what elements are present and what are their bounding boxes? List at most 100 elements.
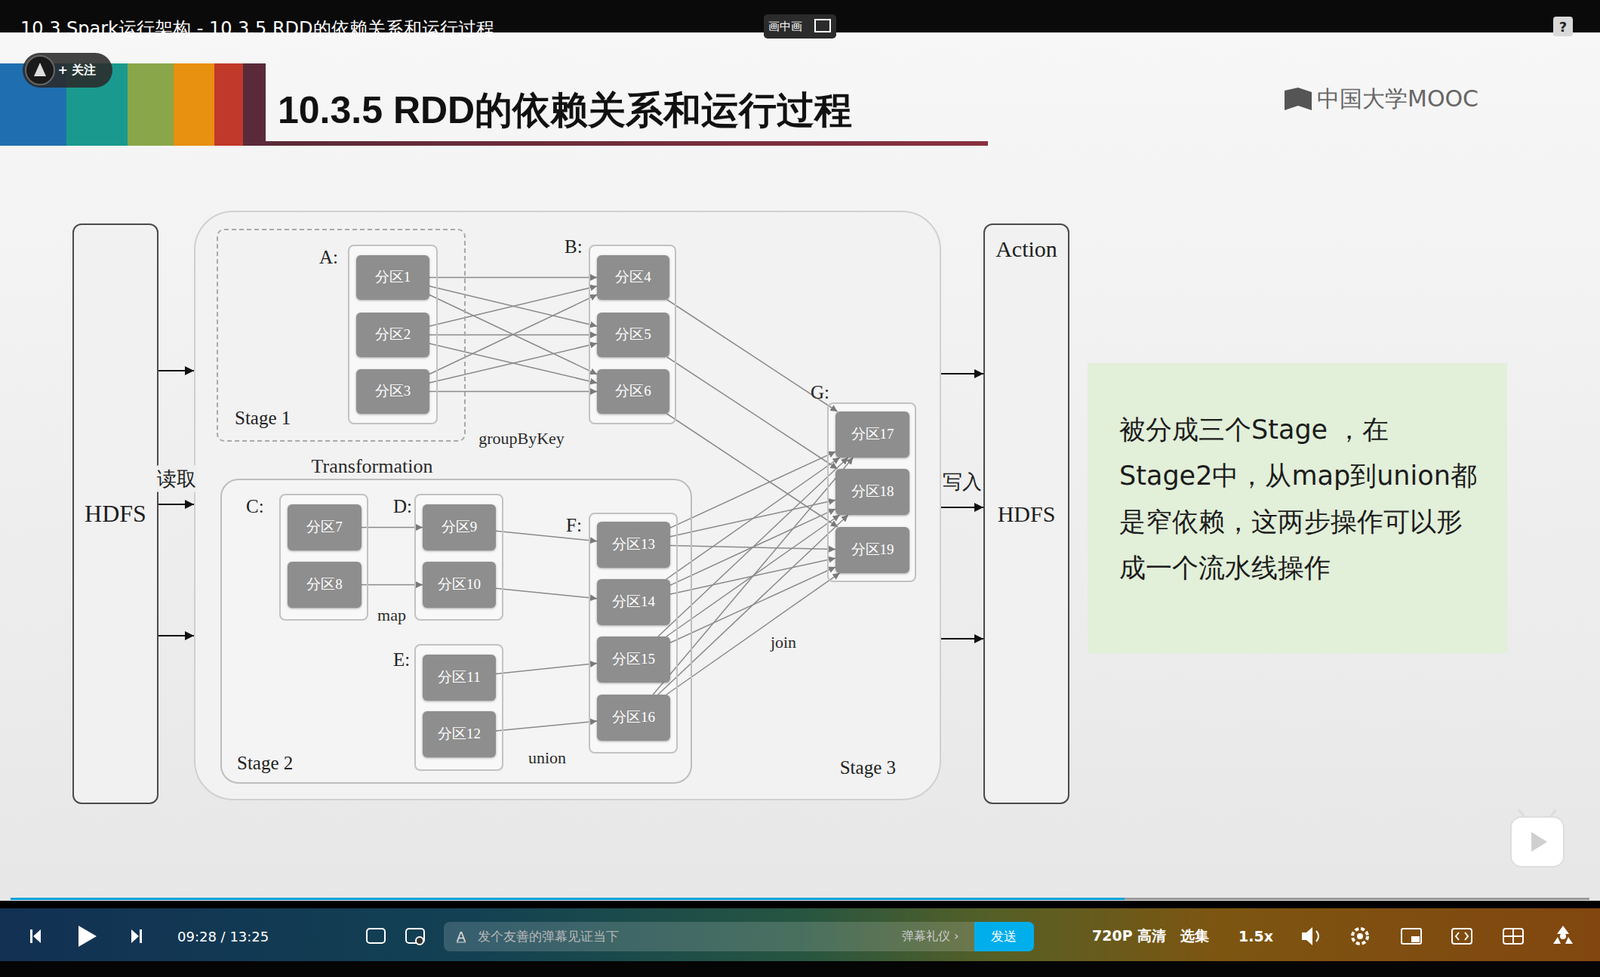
box-label: Stage 1	[234, 406, 291, 430]
edge-label: 写入	[941, 468, 984, 496]
next-icon	[131, 929, 139, 943]
pip-button	[763, 14, 837, 39]
settings-icon	[1352, 928, 1368, 944]
box-fill	[221, 479, 692, 783]
rdd-box: 分区9分区10D:	[414, 493, 504, 621]
logo-text: 中国大学MOOC	[1316, 83, 1479, 115]
progress-fill	[10, 897, 1125, 900]
edge-label: 读取	[155, 465, 198, 493]
pip-icon	[815, 19, 831, 32]
partition-box: 分区5	[596, 312, 670, 357]
partition-box: 分区4	[596, 255, 670, 300]
partition-box: 分区14	[596, 578, 671, 625]
partition-label: 分区9	[441, 518, 478, 536]
dependency-arrow	[495, 530, 597, 541]
speed-label: 1.5x	[1238, 927, 1274, 945]
partition-label: 分区16	[612, 708, 656, 727]
pip-mode-icon	[1401, 928, 1422, 944]
rdd-box: 分区1分区2分区3A:	[347, 244, 438, 425]
header-stripe	[243, 63, 266, 146]
storage-box: ActionHDFS	[983, 223, 1070, 804]
box-fill	[415, 494, 503, 620]
partition-label: 分区6	[615, 382, 652, 400]
partition-label: 分区5	[615, 326, 652, 344]
rdd-name: A:	[319, 246, 339, 269]
box-label: Stage 2	[236, 751, 293, 775]
dependency-arrow	[667, 299, 838, 412]
danmaku-toggle-icon	[366, 928, 385, 943]
rdd-box: 分区4分区5分区6B:	[588, 244, 677, 425]
partition-box: 分区16	[596, 694, 671, 741]
partition-box: 分区6	[596, 369, 670, 414]
box-label: HDFS	[84, 498, 147, 528]
volume-icon	[1301, 926, 1313, 945]
dependency-arrow	[667, 413, 838, 527]
webfull-icon	[1503, 928, 1524, 944]
partition-box: 分区10	[422, 561, 496, 608]
tv-play	[1531, 831, 1548, 852]
rdd-name: F:	[566, 513, 582, 537]
operation-label: join	[770, 632, 797, 653]
volume-icon	[1316, 930, 1319, 942]
tv-antenna	[1518, 809, 1557, 817]
dependency-arrow	[429, 343, 597, 383]
rdd-name: D:	[393, 495, 413, 518]
time-display: 09:28 / 13:25	[177, 928, 269, 945]
box-fill	[827, 403, 916, 582]
partition-box: 分区7	[287, 504, 362, 551]
dependency-arrow	[361, 584, 423, 586]
partition-box: 分区18	[835, 468, 910, 515]
help-icon: ?	[1559, 18, 1567, 35]
partition-label: 分区10	[437, 575, 481, 594]
partition-label: 分区12	[437, 725, 481, 743]
danmaku-input	[443, 921, 1034, 951]
dependency-arrow	[429, 390, 597, 393]
rdd-name: C:	[246, 495, 265, 518]
partition-label: 分区17	[851, 425, 895, 444]
widescreen-icon	[1455, 932, 1468, 940]
rdd-box: 分区13分区14分区15分区16F:	[588, 512, 678, 754]
rdd-box: 分区11分区12E:	[414, 643, 504, 771]
dependency-arrow	[495, 720, 597, 731]
prev-icon	[30, 929, 33, 943]
header-stripe	[214, 63, 244, 146]
send-button	[974, 921, 1034, 951]
danmaku-settings-icon	[415, 936, 424, 945]
settings-icon	[1356, 932, 1364, 939]
box-label: Stage 3	[840, 756, 896, 779]
box-label: HDFS	[997, 500, 1056, 528]
partition-label: 分区3	[375, 382, 412, 400]
dependency-arrow	[652, 457, 853, 695]
box-fill	[589, 513, 677, 753]
stage-region: 分区1分区2分区3A:Stage 1分区4分区5分区6B:分区7分区8C:分区9…	[193, 210, 942, 800]
box-fill	[589, 245, 676, 424]
avatar	[25, 55, 55, 85]
partition-label: 分区13	[612, 535, 656, 554]
dependency-arrow	[667, 356, 838, 469]
danmaku-placeholder: 发个友善的弹幕见证当下	[477, 927, 619, 945]
io-arrow	[941, 506, 984, 508]
partition-label: 分区8	[306, 575, 343, 594]
danmaku-etiquette: 弹幕礼仪 ›	[901, 928, 959, 945]
video-title: 10.3 Spark运行架构 - 10.3.5 RDD的依赖关系和运行过程	[20, 16, 495, 41]
fullscreen-icon	[1553, 925, 1573, 944]
text-style-icon: A	[456, 928, 466, 945]
partition-box: 分区1	[356, 255, 430, 300]
dependency-arrow	[666, 457, 840, 579]
slide-title: 10.3.5 RDD的依赖关系和运行过程	[277, 85, 853, 136]
partition-box: 分区2	[356, 312, 430, 357]
tv-float-icon	[1510, 816, 1564, 867]
fullscreen-icon	[1560, 932, 1567, 939]
storage-box: HDFS	[72, 223, 159, 804]
note-box: 被分成三个Stage ，在Stage2中，从map到union都是窄依赖，这两步…	[1087, 363, 1508, 653]
operation-label: Transformation	[311, 455, 434, 478]
pip-mode-icon	[1411, 935, 1420, 942]
follow-label: + 关注	[58, 62, 97, 79]
partition-box: 分区13	[596, 521, 671, 568]
dependency-arrow	[658, 457, 849, 637]
mooc-logo-icon	[1284, 87, 1312, 111]
operation-label: map	[377, 605, 407, 625]
partition-box: 分区17	[835, 411, 910, 458]
partition-label: 分区7	[306, 518, 343, 536]
note-text: 被分成三个Stage ，在Stage2中，从map到union都是窄依赖，这两步…	[1119, 406, 1477, 592]
